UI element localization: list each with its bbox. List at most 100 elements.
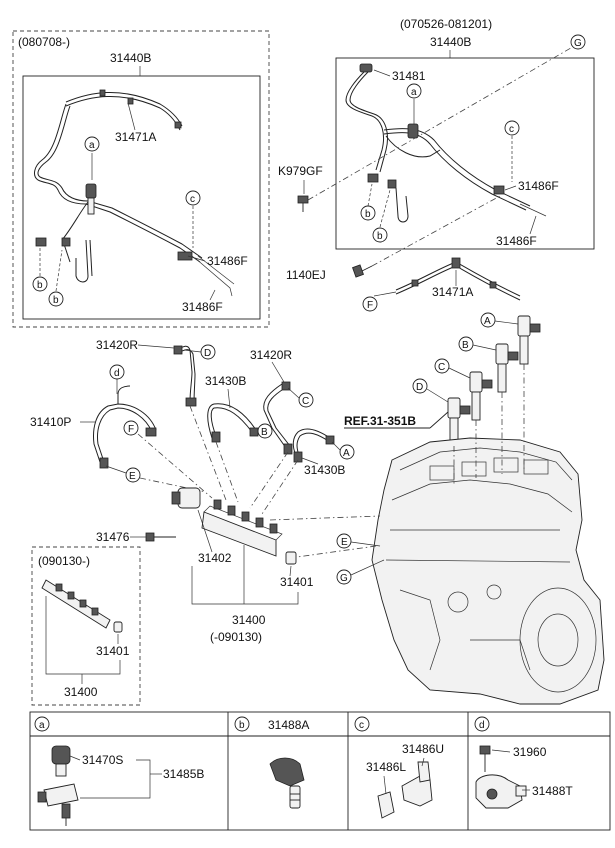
injector-4 xyxy=(447,397,471,447)
callout-G-top xyxy=(570,34,586,50)
legend-callout-d xyxy=(474,716,490,732)
callout-A-inj-text: A xyxy=(484,316,491,327)
31401-main-label: 31401 xyxy=(280,575,314,589)
callout-F-pipe xyxy=(123,420,139,436)
31430b-label-1: 31430B xyxy=(205,374,246,388)
callout-A-pipe xyxy=(339,444,355,460)
left-31471a-label: 31471A xyxy=(115,130,156,144)
left-variant-box: (080708-) 31440B 31471A xyxy=(12,30,270,328)
injectors xyxy=(447,315,541,447)
legend-a-part2: 31485B xyxy=(163,767,204,781)
callout-D-inj-text: D xyxy=(416,382,423,393)
callout-b-right2-text: b xyxy=(377,231,383,242)
legend-callout-d-text: d xyxy=(479,720,485,731)
31420r-label-2: 31420R xyxy=(250,348,292,362)
callout-B-pipe xyxy=(257,423,273,439)
callout-D-pipe-text: D xyxy=(204,348,211,359)
legend-b-part: 31488A xyxy=(268,718,309,732)
legend-callout-a-text: a xyxy=(39,720,45,731)
callout-F-top xyxy=(362,296,378,312)
callout-b-left2-text: b xyxy=(53,295,59,306)
callout-E-engine-text: E xyxy=(341,537,348,548)
31400-main-label: 31400 xyxy=(232,613,266,627)
left-variant-frame xyxy=(12,30,270,328)
callout-B-pipe-text: B xyxy=(261,427,268,438)
callout-F-pipe-text: F xyxy=(128,424,134,435)
rail-variant-date: (090130-) xyxy=(38,554,90,568)
callout-A-inj xyxy=(480,312,496,328)
callout-A-pipe-text: A xyxy=(343,448,350,459)
legend-c-part2: 31486L xyxy=(366,760,406,774)
31401-box-label: 31401 xyxy=(96,644,130,658)
1140ej-bolt xyxy=(352,264,373,278)
right-hose-label: 31440B xyxy=(430,35,471,49)
right-hose-frame xyxy=(335,57,595,250)
legend-d-part1: 31960 xyxy=(513,745,547,759)
callout-F-top-text: F xyxy=(367,300,373,311)
callout-b-left1 xyxy=(32,276,48,292)
31430b-label-2: 31430B xyxy=(304,463,345,477)
left-variant-date: (080708-) xyxy=(18,35,70,49)
callout-a-right xyxy=(406,83,422,99)
legend-a-fitting xyxy=(37,745,79,826)
legend-callout-b-text: b xyxy=(239,720,245,731)
legend-c-part1: 31486U xyxy=(402,742,444,756)
right-31481-label: 31481 xyxy=(392,69,426,83)
k979gf-label: K979GF xyxy=(278,164,323,178)
callout-G-top-text: G xyxy=(574,38,582,49)
main-31471a-label: 31471A xyxy=(432,285,473,299)
injector-2 xyxy=(495,343,519,393)
31420r-label-1: 31420R xyxy=(96,338,138,352)
callout-a-left xyxy=(84,136,100,152)
rail-variant-frame xyxy=(31,546,141,706)
callout-G-engine xyxy=(336,569,352,585)
main-leakoff-hose xyxy=(395,257,521,301)
injector-3 xyxy=(469,371,493,421)
left-31486f-label1: 31486F xyxy=(207,254,248,268)
callout-b-left2 xyxy=(48,291,64,307)
31476-label: 31476 xyxy=(96,530,130,544)
callout-c-left-text: c xyxy=(190,194,195,205)
31402-label: 31402 xyxy=(198,551,232,565)
callout-b-right1 xyxy=(360,205,376,221)
callout-C-pipe xyxy=(298,392,314,408)
callout-d-pipe-text: d xyxy=(114,368,120,379)
callout-E-pipe-text: E xyxy=(129,471,136,482)
callout-b-right2 xyxy=(372,227,388,243)
31410p-label: 31410P xyxy=(30,415,71,429)
engine-block xyxy=(371,437,605,705)
engine-ref-label: REF.31-351B xyxy=(344,414,416,428)
legend-b-connector xyxy=(269,757,305,809)
legend-callout-c xyxy=(354,716,370,732)
callout-b-left1-text: b xyxy=(37,280,43,291)
right-return-hose xyxy=(345,63,547,223)
right-variant-box: (070526-081201) 31440B 31481 a c b xyxy=(335,17,595,250)
callout-C-pipe-text: C xyxy=(302,396,309,407)
injector-1 xyxy=(517,315,541,365)
legend-c-clips xyxy=(377,761,433,819)
k979gf-bolt xyxy=(297,195,309,212)
common-rail xyxy=(145,487,297,565)
legend-callout-a xyxy=(34,716,50,732)
left-hose-label: 31440B xyxy=(110,51,151,65)
callout-D-inj xyxy=(412,378,428,394)
callout-a-left-text: a xyxy=(89,140,95,151)
left-hose-subframe xyxy=(22,75,261,320)
legend-d-bracket xyxy=(475,745,527,809)
callout-B-inj-text: B xyxy=(462,340,469,351)
legend-table: a b c d 31488A 31470S 31485B 31486 xyxy=(29,711,611,831)
callout-C-inj-text: C xyxy=(438,362,445,373)
callout-G-engine-text: G xyxy=(340,573,348,584)
pressure-regulator xyxy=(177,487,201,509)
callout-b-right1-text: b xyxy=(365,209,371,220)
right-variant-date: (070526-081201) xyxy=(400,17,492,31)
legend-d-part2: 31488T xyxy=(532,784,573,798)
high-pressure-pipes xyxy=(93,345,335,469)
rail-pressure-sensor xyxy=(285,551,297,565)
legend-a-part1: 31470S xyxy=(82,753,123,767)
right-31486f-label1: 31486F xyxy=(518,179,559,193)
callout-E-pipe xyxy=(125,467,141,483)
rail-variant-box: (090130-) 31401 31400 xyxy=(31,546,141,706)
callout-E-engine xyxy=(336,533,352,549)
